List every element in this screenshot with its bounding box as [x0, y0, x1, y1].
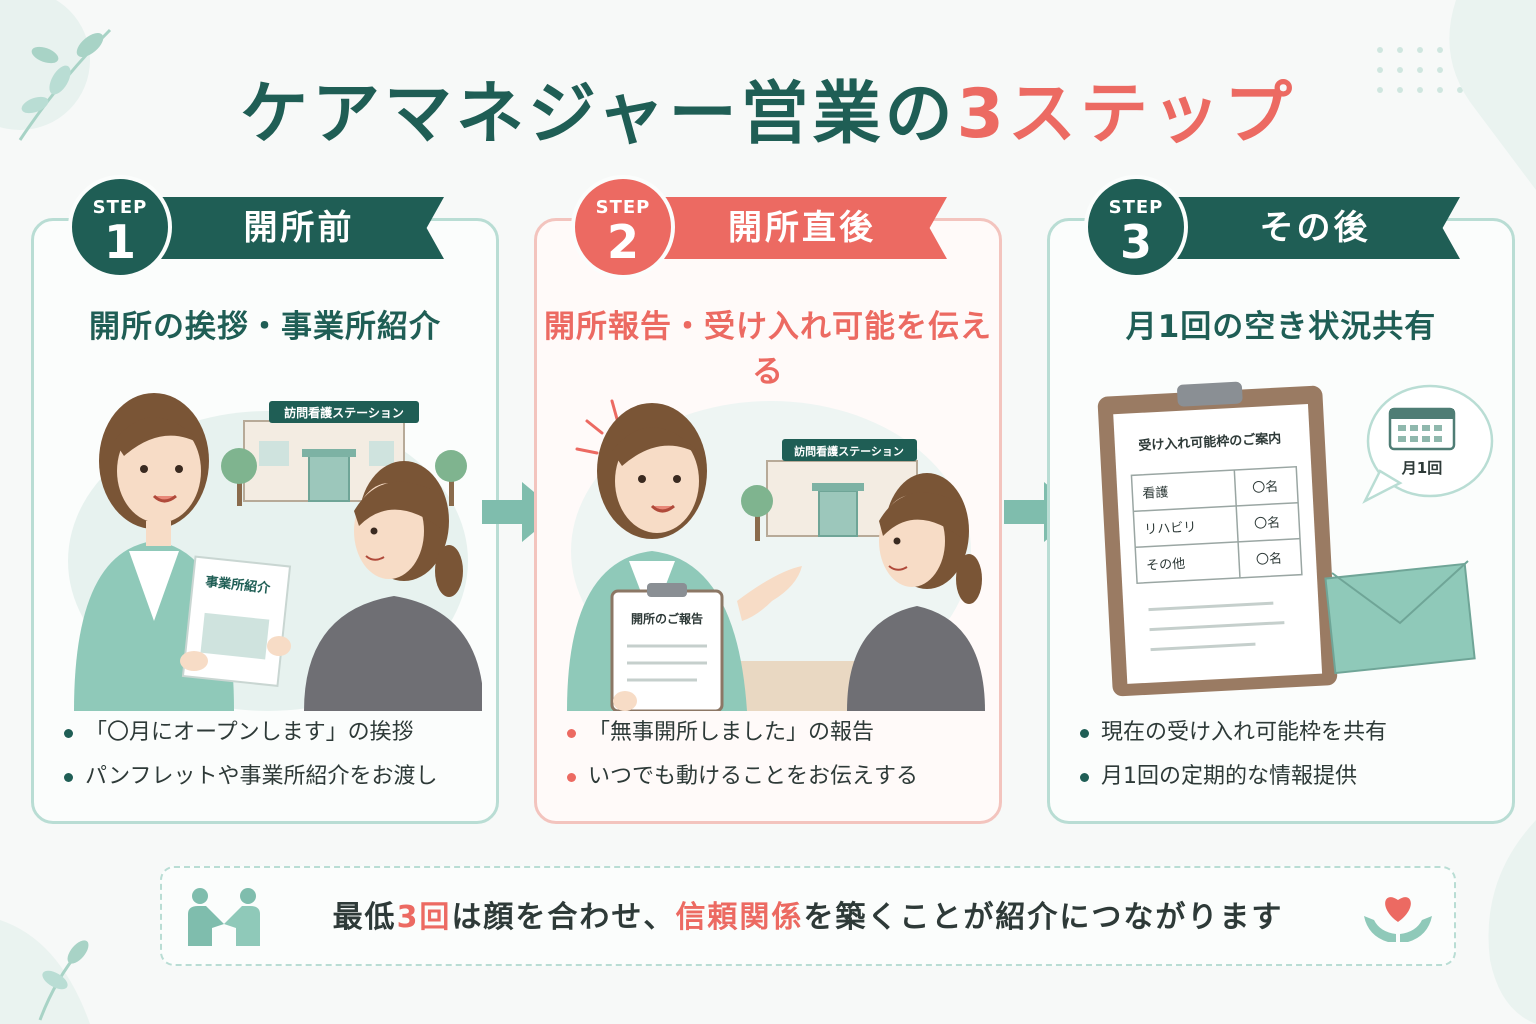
step-3-clipboard-title: 受け入れ可能枠のご案内: [1138, 431, 1282, 454]
bullet-text: いつでも動けることをお伝えする: [588, 764, 919, 789]
step-2-badge: STEP 2: [571, 175, 675, 279]
clipboard-icon: 受け入れ可能枠のご案内 看護 〇名 リハビリ 〇名 その他 〇名: [1097, 381, 1338, 697]
step-3-label: STEP: [1108, 197, 1164, 218]
row-label: 看護: [1142, 484, 1169, 501]
step-card-3: その後 STEP 3 月1回の空き状況共有 受け入れ可能枠のご案内 看護 〇名 …: [1047, 175, 1515, 824]
summary-highlight-1: 3回: [396, 900, 452, 935]
bullet-text: 月1回の定期的な情報提供: [1101, 764, 1357, 789]
care-manager-woman-icon: [304, 461, 482, 711]
care-manager-woman-icon: [847, 473, 985, 711]
step-3-heading: 月1回の空き状況共有: [1125, 309, 1437, 345]
clipboard-icon: 開所のご報告: [610, 583, 724, 711]
envelope-icon: [1324, 560, 1476, 675]
step-card-1: 開所前 STEP 1 開所の挨拶・事業所紹介 訪問看護ステーション: [31, 175, 499, 824]
leaf-decoration-bottom-left: [0, 920, 90, 1024]
row-value: 〇名: [1252, 479, 1279, 496]
summary-part-2: は顔を合わせ、: [451, 900, 676, 935]
tree-icon: [221, 448, 467, 506]
bullet-icon: [567, 728, 576, 738]
summary-text: 最低3回は顔を合わせ、信頼関係を築くことが紹介につながります: [162, 868, 1454, 964]
step-2-ribbon: 開所直後: [657, 197, 947, 259]
leaf-decoration-top-left: [0, 0, 112, 141]
step-card-2: 開所直後 STEP 2 開所報告・受け入れ可能を伝える 訪問看護ステーション: [534, 175, 1002, 824]
sparkle-icon: [575, 399, 619, 455]
handshake-icon: [188, 888, 260, 946]
list-item: 月1回の定期的な情報提供: [1080, 755, 1500, 799]
step-1-badge: STEP 1: [68, 175, 172, 279]
summary-banner: 最低3回は顔を合わせ、信頼関係を築くことが紹介につながります: [160, 866, 1456, 966]
bullet-icon: [567, 772, 576, 782]
bullet-icon: [1080, 772, 1089, 782]
summary-part-1: 最低: [332, 900, 397, 935]
list-item: パンフレットや事業所紹介をお渡し: [64, 755, 484, 799]
bullet-icon: [64, 772, 73, 782]
page-title: ケアマネジャー営業の3ステップ: [0, 58, 1536, 157]
bubble-text: 月1回: [1401, 459, 1442, 477]
title-accent: 3ステップ: [956, 75, 1296, 154]
step-1-illustration: 訪問看護ステーション 事業所紹介: [68, 393, 482, 711]
list-item: いつでも動けることをお伝えする: [567, 755, 987, 799]
step-2-illustration: 訪問看護ステーション 開所のご報告: [567, 399, 985, 711]
row-label: リハビリ: [1144, 520, 1197, 538]
tree-icon: [741, 485, 773, 541]
row-label: その他: [1146, 557, 1186, 574]
step-1-number: 1: [103, 215, 136, 269]
bullet-text: 「〇月にオープンします」の挨拶: [85, 720, 414, 745]
bullet-icon: [1080, 728, 1089, 738]
blob-decoration-bottom-right: [1488, 820, 1536, 1024]
step-2-heading: 開所報告・受け入れ可能を伝える: [544, 309, 992, 390]
step-2-label: STEP: [595, 197, 651, 218]
bullet-text: 現在の受け入れ可能枠を共有: [1101, 720, 1388, 745]
step-3-ribbon: その後: [1170, 197, 1460, 259]
step-1-ribbon: 開所前: [154, 197, 444, 259]
step-2-clipboard-text: 開所のご報告: [631, 611, 703, 626]
step-2-bullets: 「無事開所しました」の報告 いつでも動けることをお伝えする: [567, 711, 987, 799]
bullet-icon: [64, 728, 73, 738]
blob-decoration-top-right: [1449, 0, 1536, 190]
step-3-illustration: 受け入れ可能枠のご案内 看護 〇名 リハビリ 〇名 その他 〇名: [1097, 381, 1494, 697]
step-2-number: 2: [606, 215, 639, 269]
heart-hands-icon: [1364, 897, 1432, 942]
summary-highlight-2: 信頼関係: [675, 900, 804, 935]
bullet-text: 「無事開所しました」の報告: [588, 720, 875, 745]
list-item: 「〇月にオープンします」の挨拶: [64, 711, 484, 755]
step-3-badge: STEP 3: [1084, 175, 1188, 279]
step-1-sign-text: 訪問看護ステーション: [284, 405, 404, 420]
list-item: 「無事開所しました」の報告: [567, 711, 987, 755]
bullet-text: パンフレットや事業所紹介をお渡し: [85, 764, 438, 789]
step-1-bullets: 「〇月にオープンします」の挨拶 パンフレットや事業所紹介をお渡し: [64, 711, 484, 799]
step-3-bullets: 現在の受け入れ可能枠を共有 月1回の定期的な情報提供: [1080, 711, 1500, 799]
step-2-sign-text: 訪問看護ステーション: [794, 444, 904, 458]
step-1-heading: 開所の挨拶・事業所紹介: [89, 309, 441, 345]
title-main: ケアマネジャー営業の: [240, 75, 957, 154]
step-1-label: STEP: [92, 197, 148, 218]
brochure-icon: 事業所紹介: [180, 555, 292, 687]
row-value: 〇名: [1254, 515, 1281, 532]
summary-part-3: を築くことが紹介につながります: [803, 900, 1284, 935]
step-1-booklet-text: 事業所紹介: [205, 574, 272, 597]
row-value: 〇名: [1256, 551, 1283, 568]
step-3-number: 3: [1119, 215, 1152, 269]
list-item: 現在の受け入れ可能枠を共有: [1080, 711, 1500, 755]
speech-bubble: 月1回: [1362, 384, 1494, 504]
